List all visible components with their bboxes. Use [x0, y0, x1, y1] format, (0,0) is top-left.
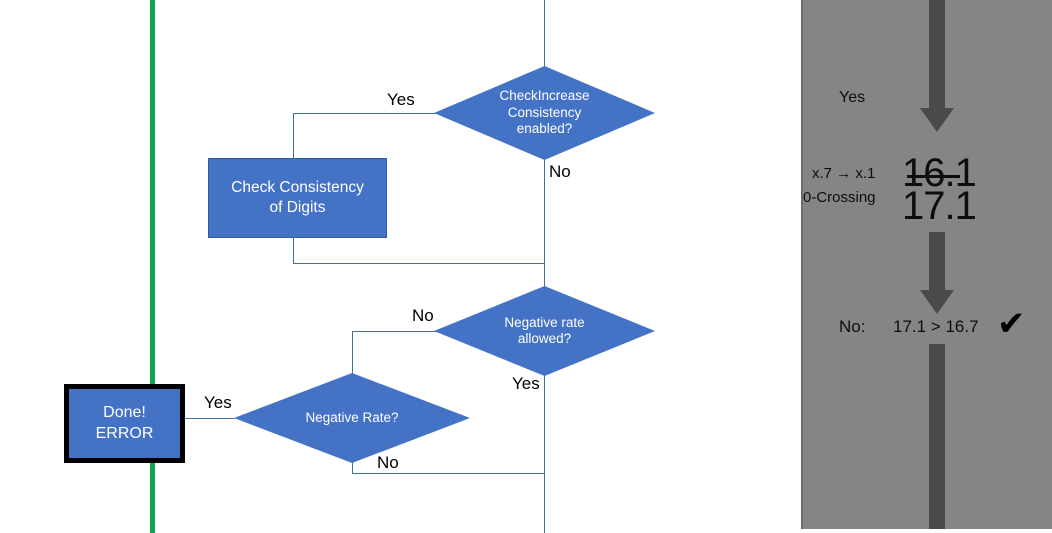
decision-label-line-3: enabled?	[516, 121, 573, 137]
connector-check-consistency-out-down	[293, 235, 294, 263]
panel-branch-label: Yes	[839, 89, 866, 106]
decision-negative-rate-allowed[interactable]: Negative rate allowed?	[434, 286, 655, 376]
decision-label-line-2: allowed?	[517, 331, 572, 346]
panel-arrow-1-shaft	[929, 0, 945, 110]
panel-check-icon: ✔	[997, 305, 1026, 343]
panel-arrow-1-head	[920, 108, 954, 132]
connector-negative-rate-no-down	[352, 457, 353, 473]
connector-spine-bottom	[544, 473, 545, 533]
terminator-label-line-1: Done!	[103, 403, 146, 421]
process-label-line-2: of Digits	[269, 199, 326, 216]
panel-zero-crossing-label: 0-Crossing	[803, 189, 876, 206]
terminator-label-line-2: ERROR	[95, 424, 154, 442]
panel-arrow-3-shaft	[929, 344, 945, 529]
panel-comparison-label: No:	[839, 317, 866, 336]
panel-rounding-label: x.7 → x.1	[812, 165, 876, 182]
decision-label-line-1: Negative rate	[504, 314, 585, 330]
panel-arrow-2-shaft	[929, 232, 945, 292]
panel-value-struck: 16.1	[902, 151, 977, 195]
decision-label-line-1: CheckIncrease	[499, 88, 590, 104]
decision-label-line-2: Consistency	[507, 104, 582, 120]
panel-arrow-2-head	[920, 290, 954, 314]
connector-top-into-check-increase	[544, 0, 545, 83]
panel-comparison-expression: 17.1 > 16.7	[893, 317, 979, 336]
connector-check-increase-yes-left	[293, 113, 445, 114]
edge-label-negative-rate-yes: Yes	[204, 393, 232, 412]
connector-check-increase-yes-down	[293, 113, 294, 158]
decision-label-line-1: Negative Rate?	[305, 409, 399, 425]
connector-spine-to-negative-rate-allowed	[544, 263, 545, 307]
connector-negative-rate-allowed-yes-down	[544, 355, 545, 473]
process-check-consistency-of-digits[interactable]: Check Consistency of Digits	[208, 158, 387, 238]
edge-label-negative-rate-no: No	[377, 453, 399, 472]
edge-label-check-increase-no: No	[549, 162, 571, 181]
connector-check-consistency-out-right	[293, 263, 545, 264]
annotation-panel: Yes x.7 → x.1 0-Crossing 16.1 17.1 No: 1…	[801, 0, 1052, 529]
green-guide-line	[150, 0, 155, 533]
connector-negative-rate-no-right	[352, 473, 545, 474]
process-label-line-1: Check Consistency	[231, 178, 364, 196]
edge-label-check-increase-yes: Yes	[387, 90, 415, 109]
edge-label-negative-rate-allowed-yes: Yes	[512, 374, 540, 393]
terminator-done-error[interactable]: Done! ERROR	[64, 384, 185, 463]
decision-negative-rate[interactable]: Negative Rate?	[234, 373, 470, 463]
panel-value-result: 17.1	[902, 184, 977, 228]
edge-label-negative-rate-allowed-no: No	[412, 306, 434, 325]
panel-value-strikethrough	[907, 175, 960, 178]
connector-negative-rate-allowed-no-left	[352, 331, 445, 332]
connector-check-increase-no-down	[544, 143, 545, 263]
connector-negative-rate-yes-to-done	[172, 418, 235, 419]
decision-check-increase-consistency-enabled[interactable]: CheckIncrease Consistency enabled?	[434, 66, 655, 160]
connector-negative-rate-allowed-no-down	[352, 331, 353, 377]
